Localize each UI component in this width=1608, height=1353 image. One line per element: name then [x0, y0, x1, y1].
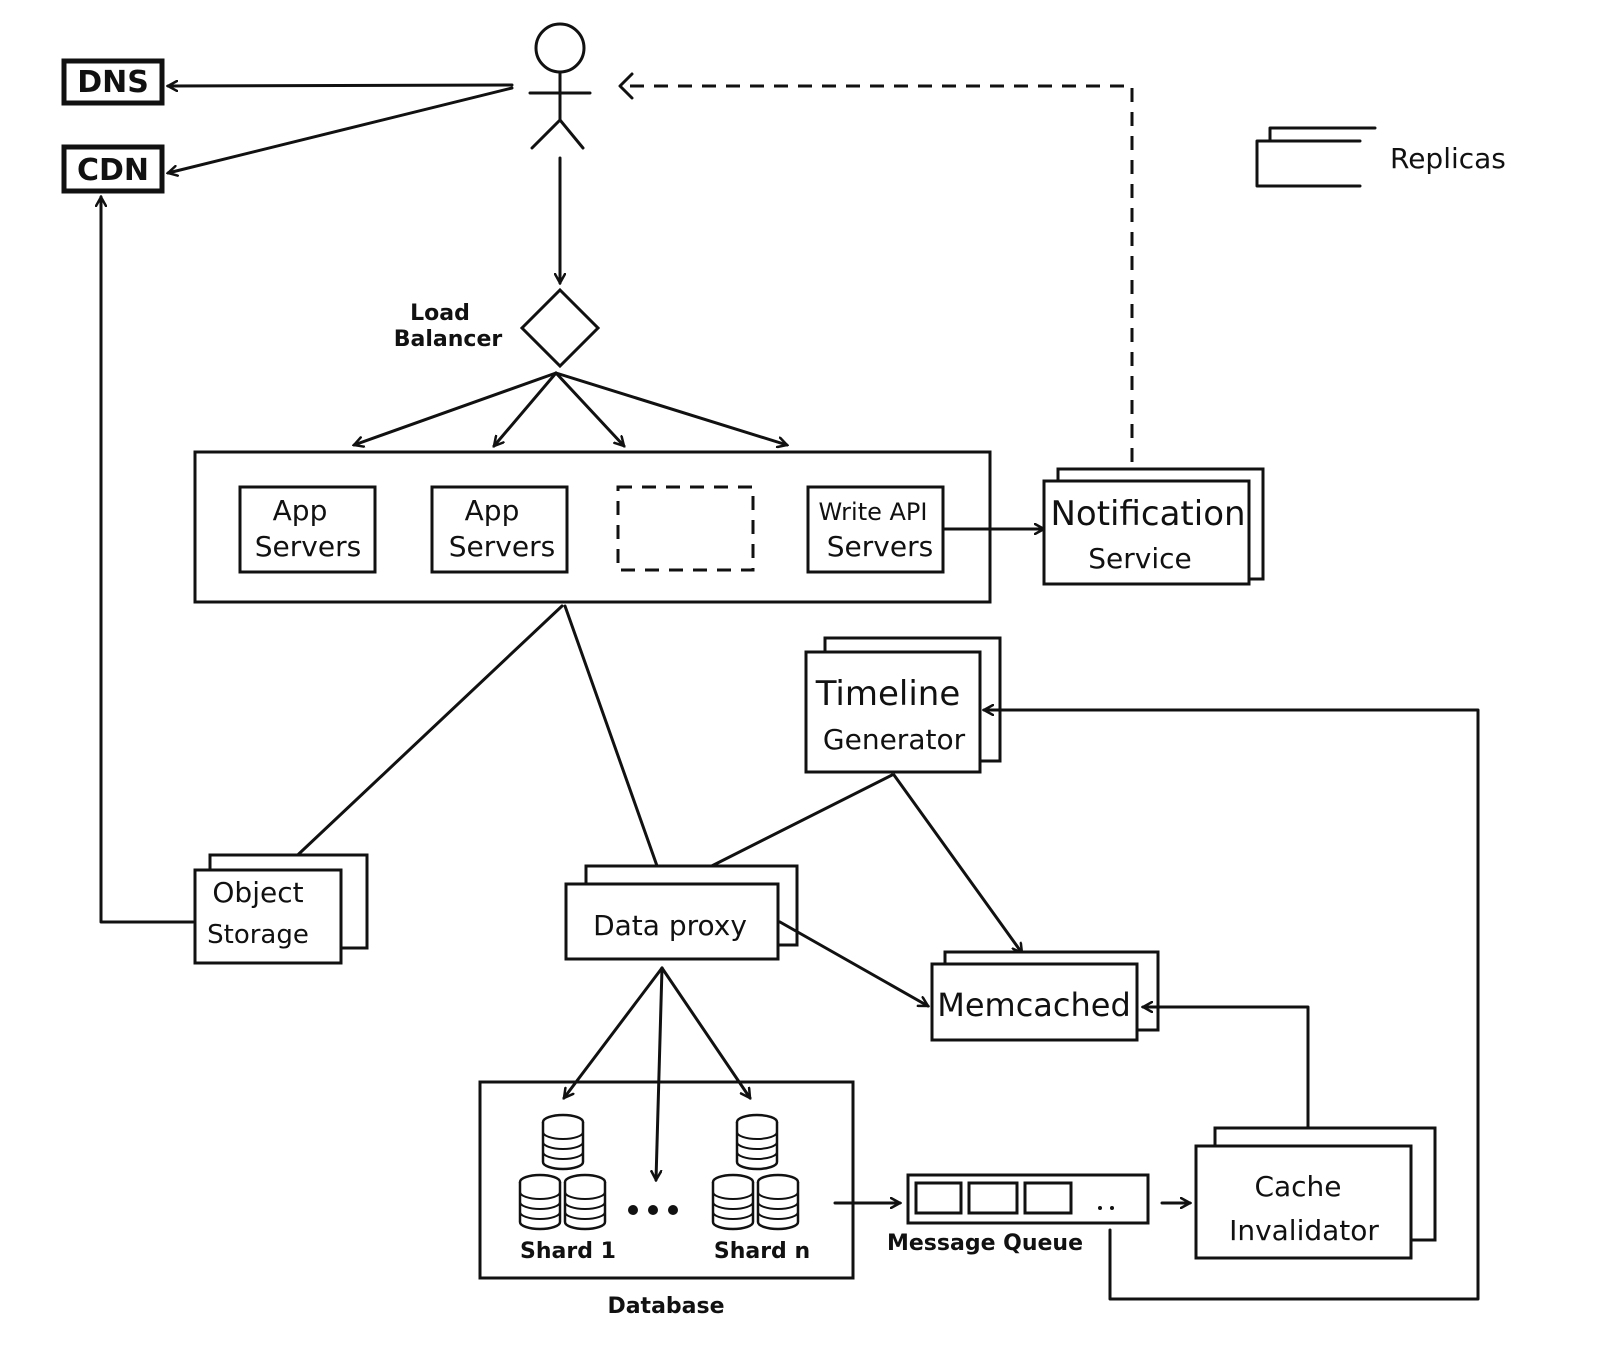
queue-to-timeline-arrow: [984, 710, 1480, 1301]
app-servers-1-line1: App: [273, 494, 328, 527]
timeline-line2: Generator: [823, 723, 966, 756]
ellipsis-icon: [628, 1205, 678, 1215]
notification-line1: Notification: [1050, 494, 1245, 534]
load-balancer-diamond: [519, 287, 601, 369]
data-proxy-to-memcached-arrow: [778, 920, 928, 1008]
database-label: Database: [607, 1294, 724, 1319]
object-storage-to-cdn-arrow: [101, 197, 195, 924]
cdn-label: CDN: [77, 153, 149, 188]
app-servers-2-line1: App: [465, 494, 520, 527]
data-proxy-to-shards-arrows: [564, 966, 752, 1180]
user-to-cdn-arrow: [168, 86, 514, 173]
timeline-generator-box: Timeline Generator: [804, 636, 1002, 774]
timeline-to-memcached-arrow: [892, 773, 1022, 953]
data-proxy-box: Data proxy: [564, 864, 799, 961]
write-api-line1: Write API: [819, 498, 928, 526]
servers-to-data-proxy-arrow: [563, 604, 662, 880]
notification-service-box: Notification Service: [1042, 467, 1265, 586]
replicas-legend-icon: [1255, 126, 1377, 188]
shard-1-label: Shard 1: [520, 1239, 616, 1264]
notification-to-user-dashed: [622, 84, 1134, 462]
object-storage-line2: Storage: [207, 920, 309, 950]
user-icon: [528, 22, 592, 150]
dns-label: DNS: [77, 65, 149, 100]
user-to-dns-arrow: [168, 85, 514, 86]
write-api-servers-box: Write API Servers: [806, 485, 945, 574]
cache-invalidator-line2: Invalidator: [1229, 1214, 1379, 1247]
cdn-box: CDN: [61, 144, 165, 194]
app-servers-1-line2: Servers: [255, 530, 361, 563]
invalidator-to-memcached-arrow: [1143, 1007, 1310, 1130]
shard-n-icon: [711, 1113, 800, 1231]
replicas-legend-label: Replicas: [1390, 142, 1506, 175]
memcached-box: Memcached: [930, 950, 1160, 1042]
object-storage-line1: Object: [212, 876, 303, 909]
app-servers-2-box: App Servers: [430, 485, 569, 574]
message-queue-box: [906, 1173, 1150, 1225]
servers-to-object-storage-arrow: [286, 604, 564, 866]
timeline-line1: Timeline: [815, 674, 961, 714]
object-storage-box: Object Storage: [193, 853, 369, 965]
placeholder-server-dashed: [616, 485, 755, 572]
message-queue-label: Message Queue: [887, 1231, 1083, 1256]
shard-n-label: Shard n: [714, 1239, 810, 1264]
lb-label-line2: Balancer: [394, 327, 503, 352]
lb-label-line1: Load: [410, 301, 470, 326]
app-servers-2-line2: Servers: [449, 530, 555, 563]
notification-arrowhead: [618, 72, 634, 100]
cache-invalidator-box: Cache Invalidator: [1194, 1126, 1437, 1260]
database-container: [478, 1080, 855, 1280]
lb-fanout-arrows: [354, 371, 787, 446]
memcached-label: Memcached: [937, 986, 1131, 1024]
dns-box: DNS: [61, 58, 165, 106]
data-proxy-label: Data proxy: [593, 909, 747, 942]
cache-invalidator-line1: Cache: [1254, 1170, 1341, 1203]
app-servers-1-box: App Servers: [238, 485, 377, 574]
shard-1-icon: [518, 1113, 607, 1231]
write-api-line2: Servers: [827, 530, 933, 563]
notification-line2: Service: [1088, 542, 1191, 575]
